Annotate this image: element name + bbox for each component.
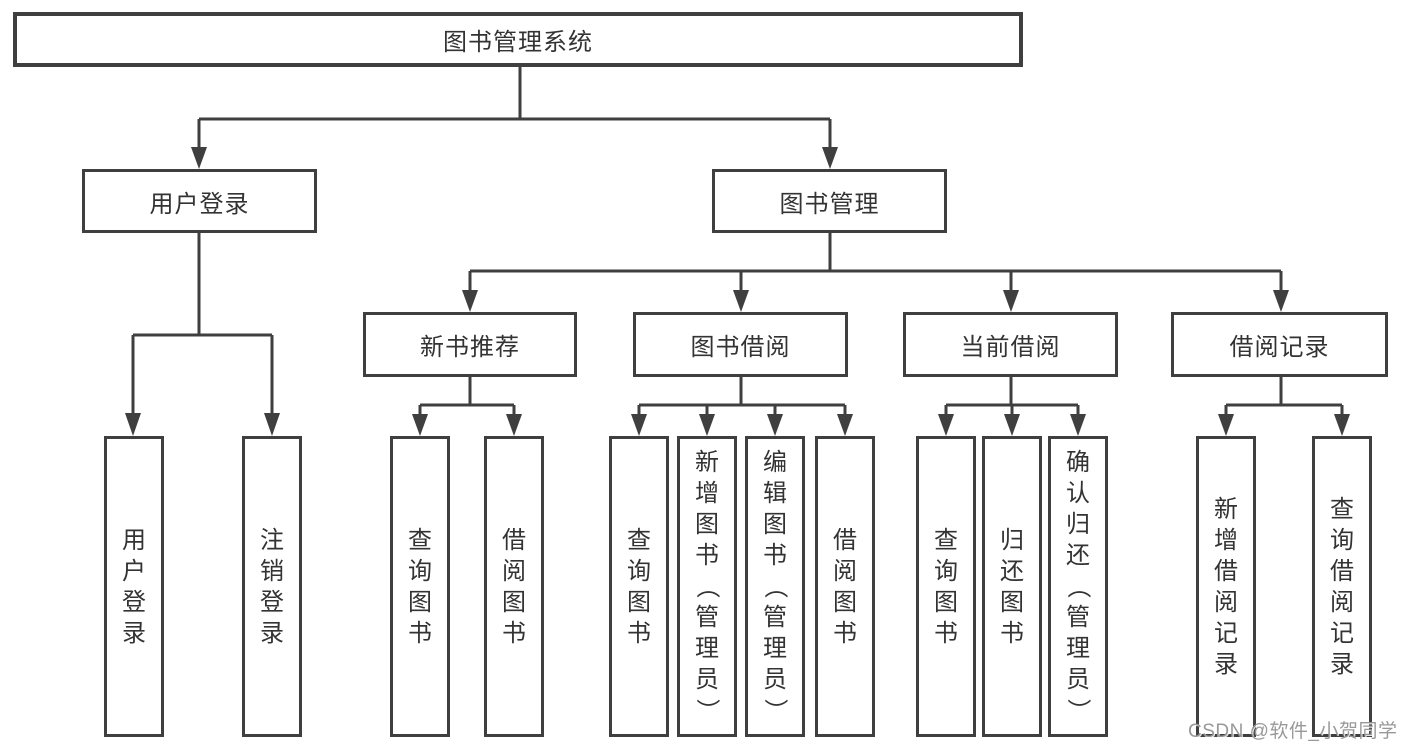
leaf-rec-query-book: 查询图书 (390, 436, 450, 737)
leaf-cb-return-book: 归还图书 (982, 436, 1042, 737)
node-label: 借阅记录 (1229, 334, 1330, 361)
node-library-management-system: 图书管理系统 (13, 12, 1023, 67)
leaf-br-add-record: 新增借阅记录 (1196, 436, 1256, 737)
leaf-bb-query-book: 查询图书 (609, 436, 669, 737)
leaf-logout: 注销登录 (242, 436, 302, 737)
node-book-borrowing: 图书借阅 (633, 312, 848, 377)
leaf-bb-borrow-book: 借阅图书 (815, 436, 875, 737)
node-label: 用户登录 (149, 190, 250, 218)
leaf-cb-confirm-return-admin: 确认归还（管理员） (1048, 436, 1108, 737)
node-label: 当前借阅 (960, 334, 1061, 361)
node-new-book-recommendation: 新书推荐 (363, 312, 577, 377)
leaf-rec-borrow-book: 借阅图书 (484, 436, 544, 737)
node-label: 图书借阅 (690, 334, 791, 361)
node-current-borrowing: 当前借阅 (903, 312, 1118, 377)
node-label: 新书推荐 (420, 334, 520, 361)
leaf-bb-add-book-admin: 新增图书（管理员） (677, 436, 737, 737)
node-user-login: 用户登录 (82, 169, 317, 233)
node-label: 图书管理 (779, 190, 880, 218)
node-label: 图书管理系统 (443, 29, 593, 56)
leaf-br-query-record: 查询借阅记录 (1312, 436, 1372, 737)
node-borrowing-records: 借阅记录 (1171, 312, 1388, 377)
csdn-watermark: CSDN @软件_小贺同学 (1188, 721, 1398, 742)
leaf-cb-query-book: 查询图书 (916, 436, 976, 737)
leaf-bb-edit-book-admin: 编辑图书（管理员） (745, 436, 805, 737)
node-book-management: 图书管理 (712, 169, 947, 233)
leaf-user-login: 用户登录 (104, 436, 164, 737)
arrowheads (125, 147, 1350, 436)
